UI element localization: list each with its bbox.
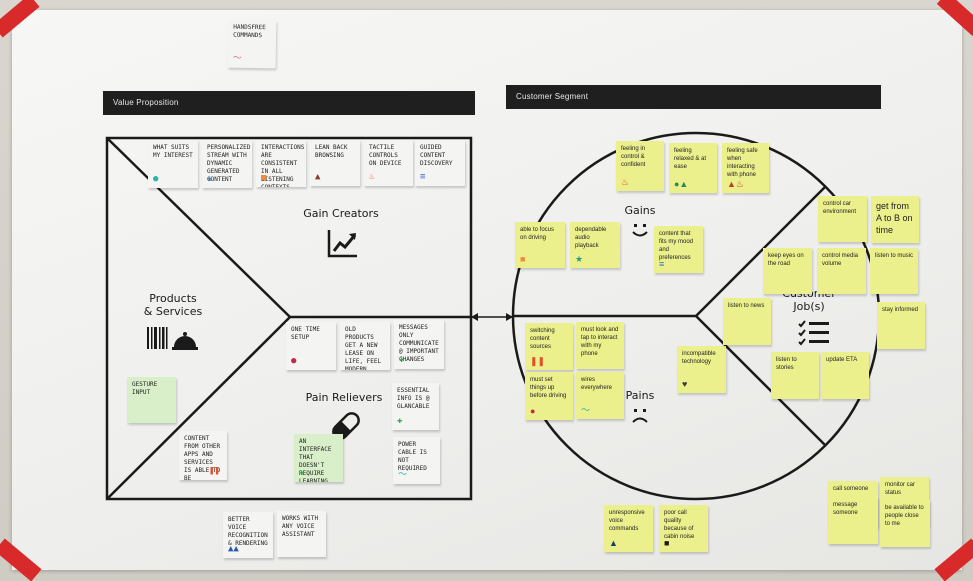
flame-marker-icon: ♨: [621, 177, 630, 187]
star-marker-icon: ★: [207, 174, 213, 184]
sticky-note[interactable]: get from A to B on time: [871, 196, 919, 243]
sticky-note[interactable]: stay informed: [877, 302, 925, 349]
sticky-note[interactable]: GUIDED CONTENT DISCOVERY ≡: [415, 140, 465, 186]
sticky-note[interactable]: must look and tap to interact with my ph…: [576, 322, 624, 369]
sticky-note[interactable]: dependable audio playback ★: [570, 222, 620, 268]
sad-face-icon: [632, 409, 648, 423]
sticky-note[interactable]: incompatible technology ♥: [677, 346, 726, 393]
smile-face-icon: [632, 224, 648, 237]
sticky-note[interactable]: BETTER VOICE RECOGNITION & RENDERING ▲▲: [223, 512, 273, 558]
square-marker-icon: ■: [520, 254, 526, 264]
sticky-note[interactable]: INTERACTIONS ARE CONSISTENT IN ALL LISTE…: [256, 140, 306, 187]
sticky-note[interactable]: OLD PRODUCTS GET A NEW LEASE ON LIFE, FE…: [340, 322, 390, 370]
star-marker-icon: ★: [575, 254, 584, 264]
sticky-note[interactable]: unresponsive voice commands ▲: [604, 505, 653, 552]
sticky-note[interactable]: PERSONALIZED STREAM WITH DYNAMIC GENERAT…: [202, 140, 252, 188]
sticky-note[interactable]: switching content sources ❚❚: [525, 323, 573, 370]
sticky-note[interactable]: feeling in control & confident ♨: [616, 141, 664, 191]
sticky-note[interactable]: must set things up before driving ●: [525, 372, 573, 420]
checklist-icon: [798, 320, 829, 346]
flame-marker-icon: ▲♨: [727, 179, 744, 189]
plus-marker-icon: ✚: [399, 355, 405, 365]
triangle-marker-icon: ▲: [609, 538, 618, 548]
plus-marker-icon: ✚: [397, 416, 403, 426]
sticky-note[interactable]: poor call quality because of cabin noise…: [659, 505, 708, 552]
sticky-note[interactable]: feeling safe when interacting with phone…: [722, 143, 769, 193]
sticky-note[interactable]: update ETA: [821, 352, 869, 399]
sticky-note[interactable]: able to focus on driving ■: [515, 222, 565, 268]
square-marker-icon: ■: [261, 173, 267, 183]
tilde-marker-icon: 〜: [398, 470, 408, 480]
lines-marker-icon: ≡: [659, 259, 665, 269]
sticky-note[interactable]: feeling relaxed & at ease ●▲: [669, 143, 717, 193]
flame-marker-icon: ♨: [369, 172, 375, 182]
pains-label: Pains: [625, 389, 655, 402]
triangle-marker-icon: ▲▲: [228, 544, 239, 554]
sticky-note[interactable]: message someone: [828, 497, 878, 544]
sticky-note[interactable]: control car environment: [818, 196, 867, 242]
value-proposition-header: Value Proposition: [103, 91, 475, 115]
products-services-label: Products & Services: [143, 292, 203, 319]
circle-marker-icon: ●: [153, 174, 159, 184]
chart-growth-icon: [327, 230, 357, 258]
square-marker-icon: ■: [664, 538, 670, 548]
customer-segment-header: Customer Segment: [506, 85, 881, 109]
pause-marker-icon: ❚❚: [530, 356, 546, 366]
sticky-note[interactable]: listen to news: [723, 298, 771, 345]
barcode-service-icon: [147, 327, 198, 350]
pain-relievers-label: Pain Relievers: [305, 391, 383, 404]
pause-marker-icon: ❚❚: [209, 466, 220, 476]
plus-marker-icon: ✚: [299, 468, 305, 478]
gain-creators-label: Gain Creators: [303, 207, 379, 220]
circle-marker-icon: ●: [291, 356, 297, 366]
triangle-marker-icon: ▲: [315, 172, 321, 182]
sticky-note[interactable]: ONE TIME SETUP ●: [286, 322, 336, 370]
sticky-note[interactable]: GESTURE INPUT: [127, 377, 176, 423]
shapes-marker-icon: ●▲: [674, 179, 689, 189]
sticky-note[interactable]: listen to music: [870, 248, 918, 294]
sticky-note[interactable]: keep eyes on the road: [763, 248, 812, 294]
circle-marker-icon: ●: [530, 406, 536, 416]
sticky-note[interactable]: AN INTERFACE THAT DOESN'T REQUIRE LEARNI…: [294, 434, 343, 482]
sticky-note[interactable]: POWER CABLE IS NOT REQUIRED 〜: [393, 437, 440, 484]
tilde-marker-icon: 〜: [581, 405, 591, 415]
sticky-note[interactable]: MESSAGES ONLY COMMUNICATE @ IMPORTANT CH…: [394, 320, 444, 369]
sticky-note[interactable]: WORKS WITH ANY VOICE ASSISTANT: [277, 511, 326, 557]
sticky-note[interactable]: control media volume: [817, 248, 866, 294]
lines-marker-icon: ≡: [420, 172, 426, 182]
tilde-marker-icon: 〜: [232, 53, 242, 64]
sticky-note[interactable]: HANDSFREE COMMANDS 〜: [227, 19, 277, 69]
sticky-note[interactable]: TACTILE CONTROLS ON DEVICE ♨: [364, 140, 413, 186]
heart-marker-icon: ♥: [682, 379, 688, 389]
sticky-note[interactable]: CONTENT FROM OTHER APPS AND SERVICES IS …: [179, 431, 227, 480]
sticky-note[interactable]: WHAT SUITS MY INTEREST ●: [148, 140, 198, 188]
sticky-note[interactable]: listen to stories: [771, 352, 819, 399]
sticky-note[interactable]: wires everywhere 〜: [576, 372, 624, 419]
sticky-note[interactable]: be available to people close to me: [880, 500, 930, 547]
gains-label: Gains: [624, 204, 656, 217]
sticky-note[interactable]: LEAN BACK BROWSING ▲: [310, 140, 360, 186]
sticky-note[interactable]: ESSENTIAL INFO IS @ GLANCABLE ✚: [392, 383, 439, 430]
sticky-note[interactable]: content that fits my mood and preference…: [654, 226, 703, 273]
